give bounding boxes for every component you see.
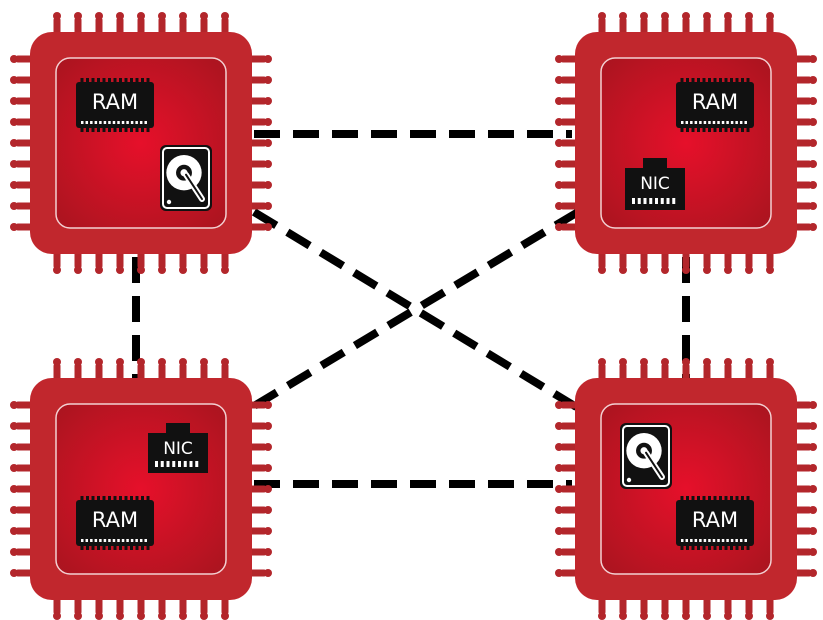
link-top-right-to-bottom-left: [251, 208, 581, 410]
cpu-node-top-left: RAM: [10, 12, 272, 274]
nic-label: NIC: [163, 439, 193, 459]
processor-nodes: RAM RAM NIC NIC RAM RAM: [10, 12, 817, 620]
network-port-icon: NIC: [625, 158, 685, 210]
ram-label: RAM: [92, 508, 138, 532]
interconnect-links: [132, 130, 690, 488]
hard-drive-icon: [620, 423, 672, 489]
ram-module: RAM: [676, 496, 754, 550]
ram-label: RAM: [692, 90, 738, 114]
hard-drive-icon: [160, 145, 212, 211]
network-port-icon: NIC: [148, 423, 208, 473]
nic-label: NIC: [640, 174, 670, 194]
ram-module: RAM: [676, 78, 754, 132]
ram-module: RAM: [76, 78, 154, 132]
link-top-left-to-bottom-right: [251, 208, 581, 412]
ram-label: RAM: [92, 90, 138, 114]
cpu-node-bottom-right: RAM: [555, 358, 817, 620]
cpu-node-top-right: RAM NIC: [555, 12, 817, 274]
ram-label: RAM: [692, 508, 738, 532]
ram-module: RAM: [76, 496, 154, 550]
cpu-node-bottom-left: NIC RAM: [10, 358, 272, 620]
